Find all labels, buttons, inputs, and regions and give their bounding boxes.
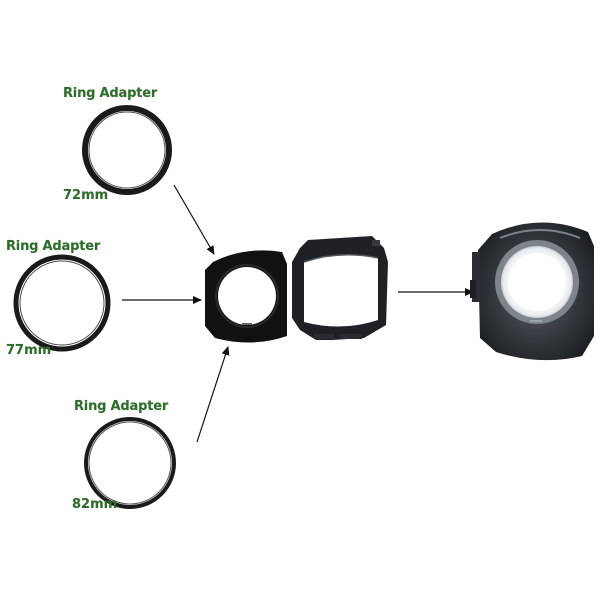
ring-adapter-label-72mm: Ring Adapter bbox=[63, 86, 158, 101]
arrow-82mm-to-plate bbox=[196, 346, 230, 443]
ring-adapter-label-77mm: Ring Adapter bbox=[6, 239, 101, 254]
adapter-plate bbox=[205, 250, 287, 343]
filter-holder bbox=[292, 236, 388, 340]
ring-size-label-82mm: 82mm bbox=[72, 497, 118, 512]
assembled-holder bbox=[470, 222, 594, 361]
ring-size-label-77mm: 77mm bbox=[6, 343, 52, 358]
ring-adapter-label-82mm: Ring Adapter bbox=[74, 399, 169, 414]
ring-adapter-82mm bbox=[84, 417, 176, 509]
ring-adapter-72mm bbox=[82, 105, 172, 195]
arrow-72mm-to-plate bbox=[173, 184, 215, 255]
ring-adapter-77mm bbox=[13, 254, 111, 352]
ring-size-label-72mm: 72mm bbox=[63, 188, 109, 203]
